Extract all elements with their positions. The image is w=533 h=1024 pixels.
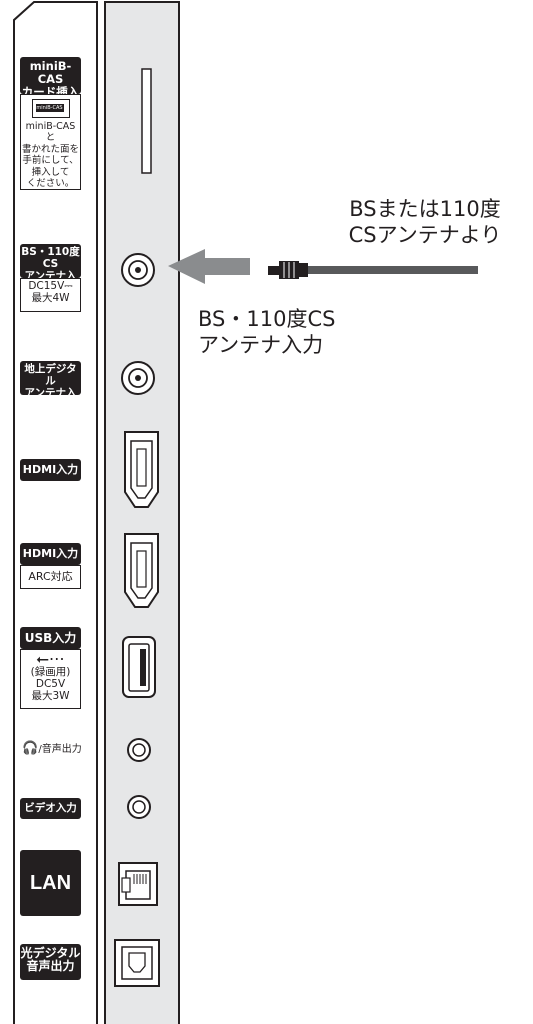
- tv-side-panel: [104, 1, 180, 1024]
- terrestrial-antenna-port: [121, 361, 155, 395]
- minicas-note-line1: miniB-CASと: [25, 121, 76, 144]
- usb-sub-line1: (録画用): [30, 666, 71, 678]
- usb-sub-line3: 最大3W: [31, 689, 70, 702]
- bs-input-line2: アンテナ入力: [198, 333, 324, 358]
- arrow-to-bs-port: [168, 249, 250, 284]
- cable-source-line2: CSアンテナより: [348, 223, 502, 248]
- hdmi1-label: HDMI入力1: [20, 543, 81, 582]
- headphone-title: /音声出力: [38, 744, 82, 755]
- minicas-note-line4: 挿入して: [31, 166, 70, 178]
- video-jack: [127, 795, 151, 819]
- minicas-title-line1: miniB-CAS: [29, 59, 72, 86]
- usb-port: [122, 636, 156, 698]
- lan-port: [118, 862, 158, 906]
- bs-antenna-sub-line2: 最大4W: [31, 291, 70, 304]
- bs-input-callout: BS・110度CS アンテナ入力: [198, 306, 398, 359]
- lan-label: LAN: [20, 850, 81, 916]
- optical-label: 光デジタル 音声出力: [20, 944, 81, 980]
- minicas-slot: [141, 68, 152, 174]
- headphone-jack: [127, 738, 151, 762]
- hdmi1-sublabel: ARC対応: [20, 565, 81, 589]
- bs-antenna-sub-line1: DC15V⎓: [28, 280, 73, 292]
- minicas-label: miniB-CAS カード挿入口: [20, 57, 81, 111]
- hdmi1-port: [124, 533, 159, 608]
- bs-input-line1: BS・110度CS: [198, 307, 336, 331]
- optical-title-line2: 音声出力: [26, 959, 75, 974]
- bs-antenna-title-line1: BS・110度CS: [21, 246, 80, 270]
- minicas-card-text: miniB-CAS: [35, 104, 64, 112]
- usb-icon: ⭠⋯: [36, 649, 65, 668]
- minicas-note-line2: 書かれた面を: [21, 143, 79, 155]
- minicas-card-illustration: miniB-CAS: [31, 99, 70, 118]
- usb-label: USB入力: [20, 627, 81, 649]
- minicas-note-line3: 手前にして、: [22, 155, 79, 167]
- terrestrial-title-line1: 地上デジタル: [24, 363, 77, 387]
- bs-antenna-port: [121, 253, 155, 287]
- headphone-label: 🎧/音声出力: [18, 739, 86, 759]
- headphone-icon: 🎧: [22, 741, 39, 756]
- minicas-note-line5: ください。: [26, 177, 75, 189]
- cable-source-line1: BSまたは110度: [349, 197, 501, 221]
- hdmi2-port: [124, 431, 159, 508]
- bs-cable: [268, 261, 478, 279]
- usb-sublabel: ⭠⋯ (録画用) DC5V 最大3W: [20, 649, 81, 709]
- optical-title-line1: 光デジタル: [20, 946, 81, 960]
- usb-sub-line2: DC5V: [35, 677, 66, 690]
- terrestrial-title-line2: アンテナ入力: [24, 386, 77, 411]
- bs-antenna-sublabel: DC15V⎓ 最大4W: [20, 278, 81, 312]
- terrestrial-antenna-label: 地上デジタル アンテナ入力: [20, 361, 81, 410]
- video-label: ビデオ入力: [20, 798, 81, 819]
- bs-antenna-label: BS・110度CS アンテナ入力: [20, 244, 81, 293]
- hdmi2-label: HDMI入力2: [20, 459, 81, 498]
- minicas-note-box: miniB-CAS miniB-CASと 書かれた面を 手前にして、 挿入して …: [20, 94, 81, 190]
- cable-source-callout: BSまたは110度 CSアンテナより: [330, 196, 520, 249]
- optical-port: [114, 939, 160, 987]
